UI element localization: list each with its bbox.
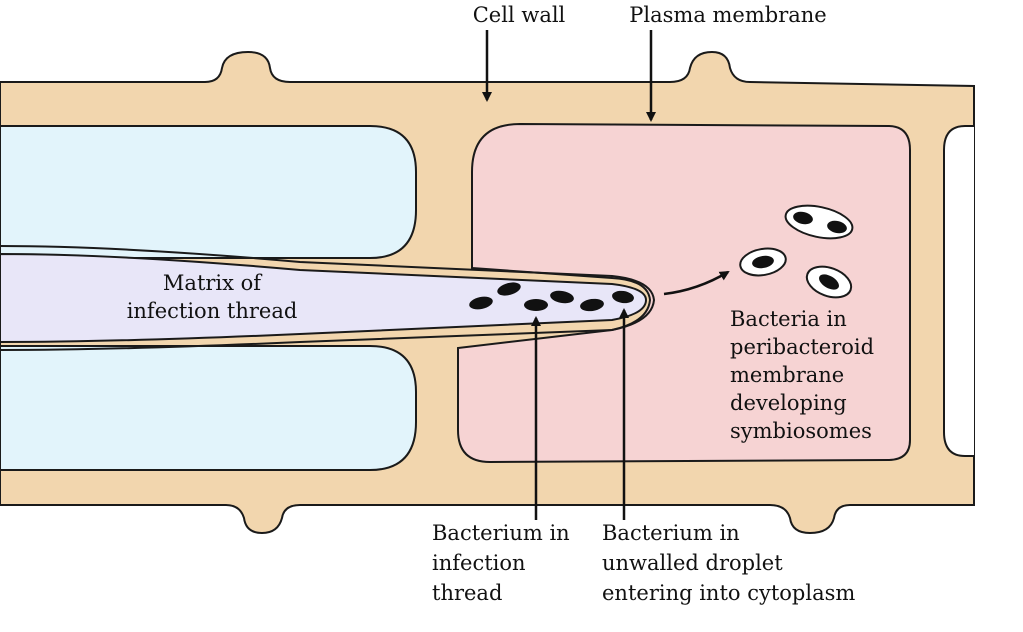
release-arrow [663, 270, 730, 296]
symbiosomes [739, 204, 854, 299]
bacterium-sym-1a [793, 211, 813, 225]
bacterium-thread-label-line-2: infection [432, 551, 526, 575]
bacterium-droplet-label: Bacterium in unwalled droplet entering i… [602, 521, 855, 605]
peribacteroid-label-line-5: symbiosomes [730, 419, 872, 443]
bacterium-thread-label-line-3: thread [432, 581, 502, 605]
bacterium-droplet-label-line-1: Bacterium in [602, 521, 740, 545]
bacterium-sym-2 [752, 255, 774, 269]
thread-bacteria [469, 282, 634, 312]
bacterium-thread-label-line-1: Bacterium in [432, 521, 570, 545]
peribacteroid-label-line-4: developing [730, 391, 847, 415]
bacterium-thread-3 [524, 299, 548, 311]
bacteria-peribacteroid-label: Bacteria in peribacteroid membrane devel… [730, 307, 874, 443]
peribacteroid-label-line-1: Bacteria in [730, 307, 847, 331]
bacterium-droplet-label-line-2: unwalled droplet [602, 551, 783, 575]
infection-thread-wall [0, 245, 656, 351]
bacterium-sym-3 [819, 274, 839, 290]
bacterium-thread-1 [469, 296, 493, 310]
matrix-label-line-2: infection thread [127, 299, 298, 323]
plasma-membrane-label: Plasma membrane [629, 3, 826, 27]
bacterium-thread-4 [550, 290, 574, 304]
bacterium-sym-1b [827, 220, 847, 234]
peribacteroid-label-line-3: membrane [730, 363, 844, 387]
matrix-label-line-1: Matrix of [163, 271, 263, 295]
bacterium-thread-2 [497, 282, 521, 296]
infection-thread-matrix [0, 252, 648, 344]
upper-vacuole [0, 125, 417, 259]
bacterium-droplet [612, 290, 634, 304]
bacterium-thread-label: Bacterium in infection thread [432, 521, 570, 605]
lower-vacuole [0, 345, 417, 471]
peribacteroid-label-line-2: peribacteroid [730, 335, 874, 359]
matrix-label: Matrix of infection thread [127, 271, 298, 323]
right-partial-cell [943, 125, 974, 457]
bacterium-thread-5 [580, 298, 604, 312]
cell-wall-label: Cell wall [473, 3, 566, 27]
bacterium-droplet-label-line-3: entering into cytoplasm [602, 581, 855, 605]
